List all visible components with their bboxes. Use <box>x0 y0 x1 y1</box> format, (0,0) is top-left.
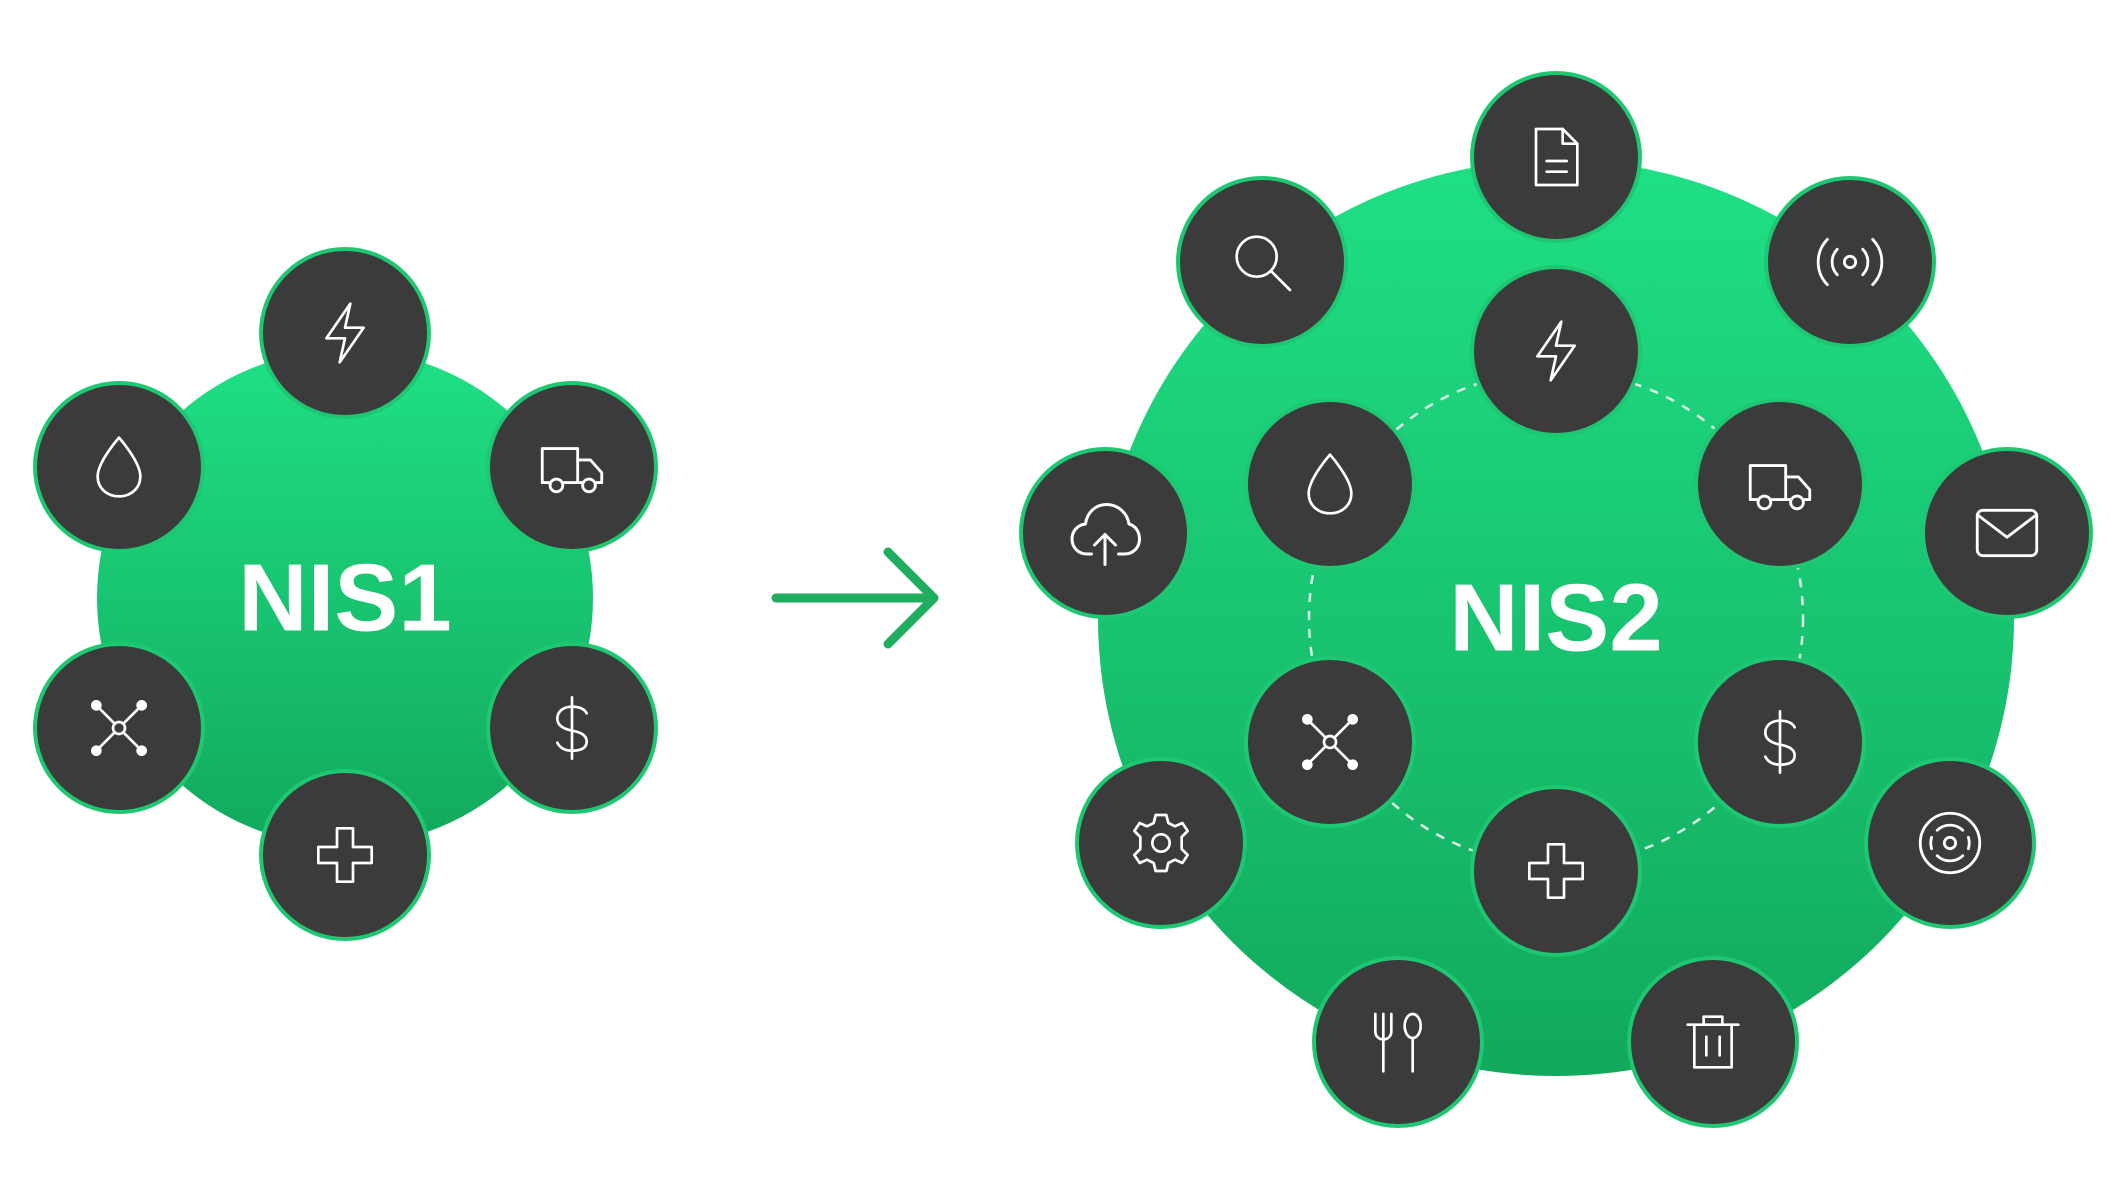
nis2-outer-node-mail <box>1921 447 2093 619</box>
nis2-outer-node-broadcast <box>1764 176 1936 348</box>
nis2-outer-node-cloud-upload <box>1019 447 1191 619</box>
nis2-inner-node-truck <box>1694 398 1866 570</box>
nis2-outer-node-trash <box>1627 956 1799 1128</box>
transition-arrow <box>771 547 939 649</box>
nis1-node-lightning <box>259 247 431 419</box>
nis2-label: NIS2 <box>1449 565 1662 672</box>
nis2-outer-node-document <box>1470 71 1642 243</box>
nis1-cluster: NIS1 <box>33 247 658 941</box>
nis1-label: NIS1 <box>238 545 451 652</box>
nis2-cluster: NIS2 <box>1019 71 2093 1128</box>
nis2-outer-node-fork-spoon <box>1312 956 1484 1128</box>
nis1-node-drop <box>33 381 205 553</box>
nis1-node-dollar <box>486 642 658 814</box>
nis2-inner-node-drop <box>1244 398 1416 570</box>
nis2-outer-node-disc <box>1864 757 2036 929</box>
nis1-node-cross <box>259 769 431 941</box>
nis2-inner-node-cross <box>1470 785 1642 957</box>
nis2-circle <box>1098 160 2014 1076</box>
nis2-inner-node-network <box>1244 656 1416 828</box>
nis1-circle <box>97 350 593 846</box>
nis2-inner-node-lightning <box>1470 265 1642 437</box>
nis2-outer-node-gear <box>1075 757 1247 929</box>
nis2-outer-node-search <box>1176 176 1348 348</box>
nis1-node-network <box>33 642 205 814</box>
nis2-inner-node-dollar <box>1694 656 1866 828</box>
nis2-inner-dashed-ring <box>1307 369 1805 867</box>
nis1-node-truck <box>486 381 658 553</box>
